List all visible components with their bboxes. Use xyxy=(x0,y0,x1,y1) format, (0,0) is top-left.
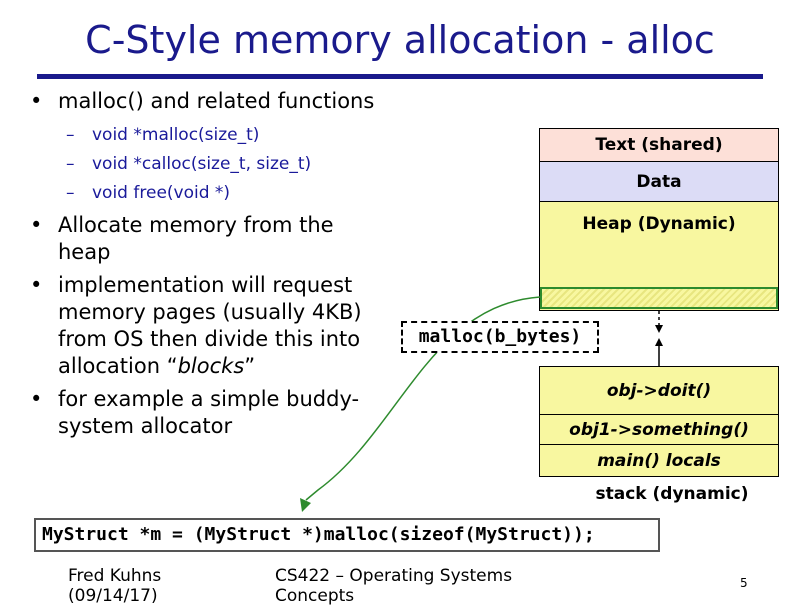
sub-bullet-text: void free(void *) xyxy=(92,183,231,203)
malloc-call-box: malloc(b_bytes) xyxy=(401,321,599,353)
bullet-dot: • xyxy=(30,387,43,411)
sub-bullet-item: – void *malloc(size_t) xyxy=(30,121,390,150)
sub-bullet-text: void *calloc(size_t, size_t) xyxy=(92,154,312,174)
heap-allocated-block xyxy=(540,287,778,309)
sub-bullet-item: – void free(void *) xyxy=(30,179,390,208)
heap-growth-arrowhead xyxy=(655,325,663,333)
stack-frame: obj1->something() xyxy=(539,414,779,445)
dash-marker: – xyxy=(66,183,75,203)
dash-marker: – xyxy=(66,125,75,145)
stack-label: stack (dynamic) xyxy=(595,484,749,504)
code-line: MyStruct *m = (MyStruct *)malloc(sizeof(… xyxy=(34,518,660,552)
bullet-text: malloc() and related functions xyxy=(58,89,375,113)
bullet-dot: • xyxy=(30,213,43,237)
bullet-text: implementation will request memory pages… xyxy=(58,273,362,378)
bullet-list: • malloc() and related functions – void … xyxy=(30,88,390,446)
blocks-emphasis: blocks xyxy=(177,354,245,378)
bullet-dot: • xyxy=(30,89,43,113)
stack-growth-arrowhead xyxy=(655,338,663,346)
footer-author: Fred Kuhns (09/14/17) xyxy=(68,566,162,606)
data-segment: Data xyxy=(539,161,779,202)
dash-marker: – xyxy=(66,154,75,174)
pointer-arrowhead xyxy=(300,498,311,512)
bullet-text: for example a simple buddy-system alloca… xyxy=(58,387,360,438)
sub-bullet-text: void *malloc(size_t) xyxy=(92,125,260,145)
footer-course: CS422 – Operating Systems Concepts xyxy=(275,566,513,606)
bullet-text-close: ” xyxy=(244,354,256,378)
bullet-item: • Allocate memory from the heap xyxy=(30,212,390,266)
title-underline xyxy=(37,74,763,79)
bullet-text: Allocate memory from the heap xyxy=(58,213,334,264)
bullet-item: • for example a simple buddy-system allo… xyxy=(30,386,390,440)
stack-frame: obj->doit() xyxy=(539,366,779,415)
stack-frame: main() locals xyxy=(539,444,779,477)
bullet-item: • implementation will request memory pag… xyxy=(30,272,390,380)
slide-title: C-Style memory allocation - alloc xyxy=(85,18,715,62)
page-number: 5 xyxy=(740,576,748,590)
text-segment: Text (shared) xyxy=(539,128,779,162)
bullet-dot: • xyxy=(30,273,43,297)
sub-bullet-item: – void *calloc(size_t, size_t) xyxy=(30,150,390,179)
bullet-item: • malloc() and related functions xyxy=(30,88,390,115)
